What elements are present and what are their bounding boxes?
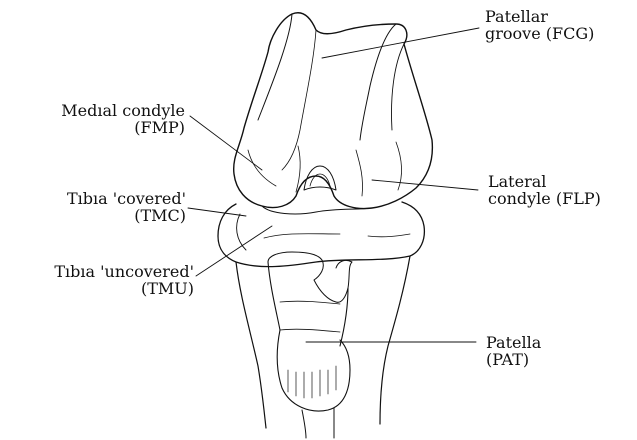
label-patella: Patella (PAT) <box>486 334 541 368</box>
label-medial-condyle-line2: (FMP) <box>61 119 185 136</box>
leader-medial-condyle <box>190 116 262 170</box>
leader-tibia-uncovered <box>196 226 272 276</box>
label-patellar-groove: Patellar groove (FCG) <box>485 8 594 42</box>
label-patellar-groove-line1: Patellar <box>485 8 594 25</box>
label-medial-condyle-line1: Medıal condyle <box>61 102 185 119</box>
patella-drawing <box>268 252 352 438</box>
leader-tibia-covered <box>188 208 246 216</box>
label-tibia-uncovered-line1: Tıbıa 'uncovered' <box>54 263 194 280</box>
label-medial-condyle: Medıal condyle (FMP) <box>61 102 185 136</box>
label-lateral-condyle-line1: Lateral <box>488 173 601 190</box>
label-tibia-uncovered: Tıbıa 'uncovered' (TMU) <box>54 263 194 297</box>
label-tibia-covered-line1: Tıbıa 'covered' <box>67 190 186 207</box>
label-tibia-uncovered-line2: (TMU) <box>54 280 194 297</box>
leader-patellar-groove <box>322 28 479 58</box>
femur-drawing <box>234 13 433 209</box>
label-lateral-condyle: Lateral condyle (FLP) <box>488 173 601 207</box>
tibia-drawing <box>218 202 424 428</box>
label-lateral-condyle-line2: condyle (FLP) <box>488 190 601 207</box>
label-patella-line1: Patella <box>486 334 541 351</box>
label-patella-line2: (PAT) <box>486 351 541 368</box>
label-patellar-groove-line2: groove (FCG) <box>485 25 594 42</box>
label-tibia-covered-line2: (TMC) <box>67 207 186 224</box>
leader-lines <box>188 28 479 342</box>
leader-lateral-condyle <box>372 180 478 190</box>
label-tibia-covered: Tıbıa 'covered' (TMC) <box>67 190 186 224</box>
